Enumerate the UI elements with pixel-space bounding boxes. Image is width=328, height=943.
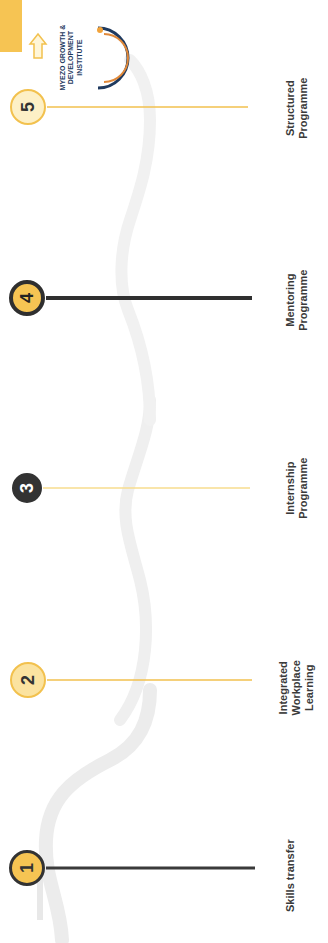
leader-line: [47, 106, 248, 108]
growth-swoosh: [120, 400, 150, 720]
step-label: Internship Programme: [284, 448, 310, 528]
step-circle: 3: [12, 473, 42, 503]
step-circle: 4: [9, 280, 45, 316]
step-number: 5: [19, 102, 37, 112]
corner-tab: [0, 0, 22, 52]
step-label: Mentoring Programme: [284, 260, 310, 340]
growth-swoosh: [121, 60, 150, 420]
step-number: 2: [19, 675, 37, 685]
step-circle: 2: [10, 662, 46, 698]
logo-star: [97, 27, 103, 33]
step-number: 4: [18, 293, 36, 303]
logo-arc: [98, 28, 128, 88]
leader-line: [46, 296, 252, 300]
step-label: Skills transfer: [284, 821, 297, 931]
step-circle: 1: [9, 850, 45, 886]
logo-arc: [104, 34, 128, 82]
leader-line: [46, 867, 255, 870]
step-number: 1: [18, 863, 36, 873]
step-label: Integrated Workplace Learning: [277, 648, 317, 728]
logo-text: MYEZO GROWTH & DEVELOPMENT INSTITUTE: [59, 20, 84, 96]
step-label: Structured Programme: [284, 68, 310, 148]
growth-swoosh: [46, 690, 150, 940]
step-number: 3: [18, 483, 36, 493]
leader-line: [43, 487, 250, 489]
step-circle: 5: [10, 89, 46, 125]
up-arrow: [30, 34, 46, 58]
leader-line: [47, 679, 252, 681]
